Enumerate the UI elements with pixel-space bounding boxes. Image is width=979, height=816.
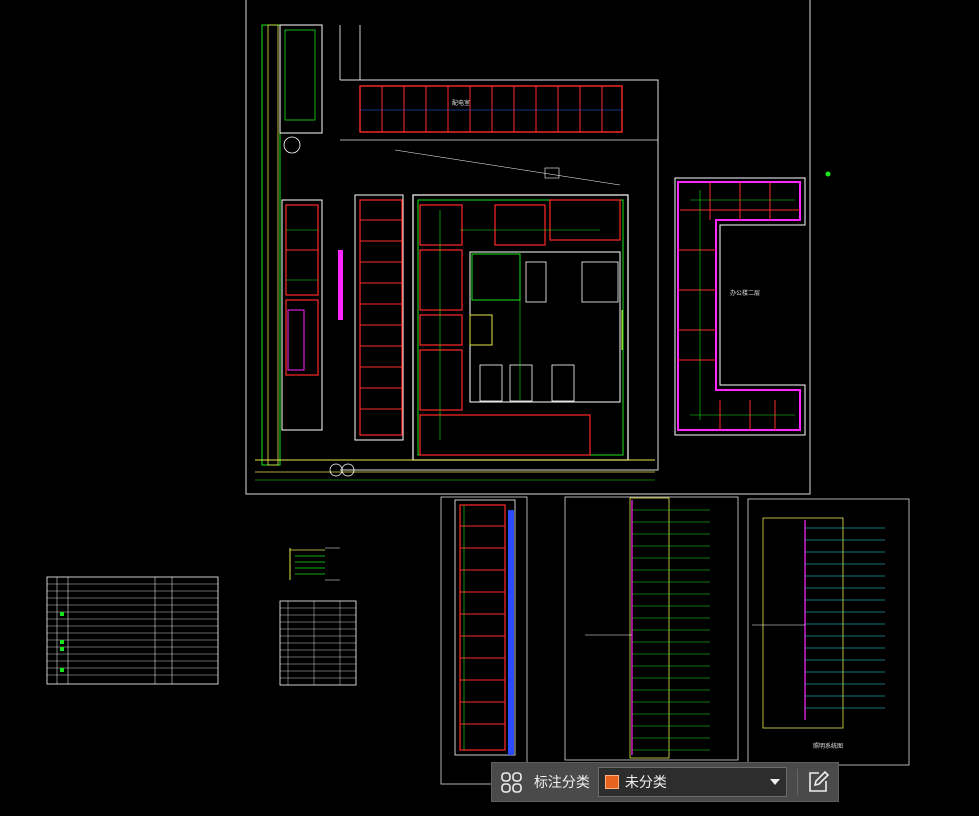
chevron-down-icon <box>770 779 781 785</box>
toolbar-divider <box>797 769 799 795</box>
center-parking-column <box>338 194 404 441</box>
edit-icon <box>809 770 830 792</box>
equipment-table <box>279 600 357 686</box>
main-building <box>412 194 629 461</box>
sheet-parking-column <box>440 496 528 785</box>
category-grid-button[interactable] <box>492 763 532 801</box>
small-riser-diagram <box>289 547 340 581</box>
room-label-distribution: 配电室 <box>452 99 470 107</box>
annotation-category-label: 标注分类 <box>533 775 590 791</box>
main-plan-sheet: 配电室 办公楼二层 <box>245 0 831 495</box>
annotation-toolbar: 标注分类 未分类 <box>491 762 839 802</box>
category-color-swatch <box>604 775 619 789</box>
sheet-title: 照明系统图 <box>813 742 843 750</box>
room-label-office: 办公楼二层 <box>730 289 760 297</box>
category-select-value: 未分类 <box>624 775 667 791</box>
west-wing <box>281 199 323 431</box>
top-parking-row <box>359 85 623 133</box>
east-wing <box>674 177 806 436</box>
edit-annotation-button[interactable] <box>798 763 838 801</box>
legend-table <box>46 576 219 685</box>
sheet-distribution-system-1 <box>564 496 739 761</box>
sheet-distribution-system-2: 照明系统图 <box>747 498 910 766</box>
grid-icon <box>501 772 522 793</box>
category-select[interactable]: 未分类 <box>597 767 788 797</box>
